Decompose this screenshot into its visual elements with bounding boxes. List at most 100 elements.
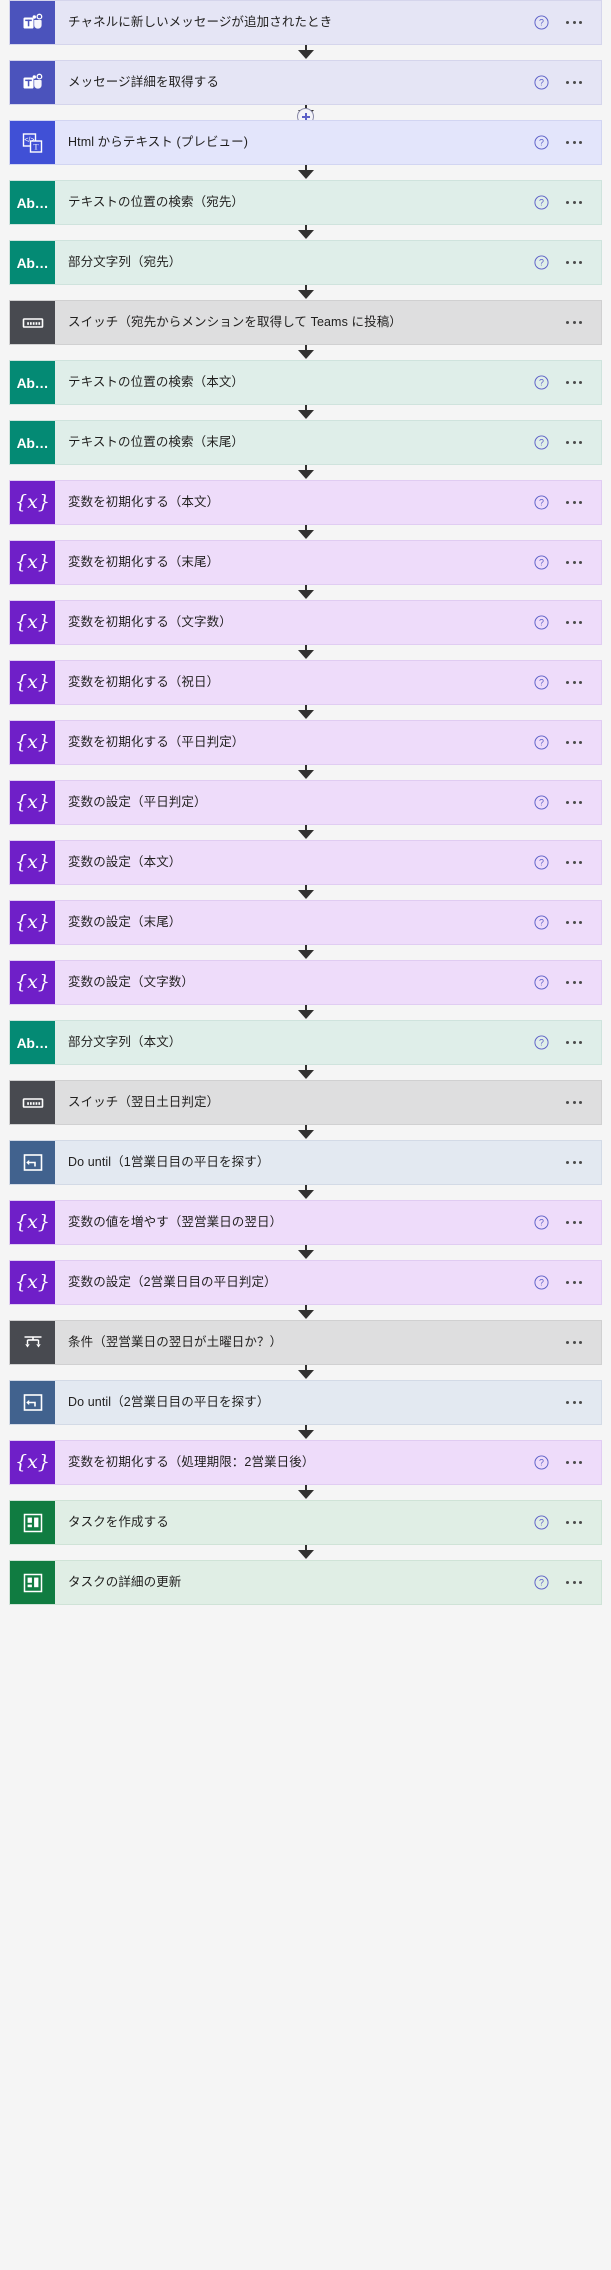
connector-line [305,1485,307,1492]
help-icon[interactable]: ? [527,1029,555,1057]
more-commands-icon[interactable] [559,369,589,397]
variable-icon: {x} [10,1261,55,1304]
flow-step-card[interactable]: {x}変数の設定（末尾）? [9,900,602,945]
more-commands-icon[interactable] [559,1029,589,1057]
more-commands-icon[interactable] [559,9,589,37]
flow-step-actions: ? [527,181,601,224]
more-commands-icon[interactable] [559,1449,589,1477]
help-icon[interactable]: ? [527,1449,555,1477]
more-commands-icon[interactable] [559,189,589,217]
flow-step-title: 変数の設定（本文） [68,855,182,869]
flow-step-card[interactable]: {x}変数の設定（2営業日目の平日判定）? [9,1260,602,1305]
help-icon[interactable]: ? [527,69,555,97]
more-commands-icon[interactable] [559,969,589,997]
flow-step-card[interactable]: Ab…テキストの位置の検索（末尾）? [9,420,602,465]
variable-icon: {x} [10,601,55,644]
more-commands-icon[interactable] [559,609,589,637]
variable-icon: {x} [10,661,55,704]
help-icon[interactable]: ? [527,129,555,157]
flow-step-card[interactable]: {x}変数を初期化する（文字数）? [9,600,602,645]
connector-line [305,645,307,652]
flow-step-actions: ? [527,361,601,404]
help-icon[interactable]: ? [527,249,555,277]
more-commands-icon[interactable] [559,69,589,97]
variable-icon: {x} [10,721,55,764]
more-commands-icon[interactable] [559,249,589,277]
more-commands-icon[interactable] [559,849,589,877]
flow-step-actions: ? [527,121,601,164]
more-commands-icon[interactable] [559,1149,589,1177]
help-icon[interactable]: ? [527,909,555,937]
more-commands-icon[interactable] [559,909,589,937]
more-commands-icon[interactable] [559,1269,589,1297]
more-commands-icon[interactable] [559,1389,589,1417]
help-icon[interactable]: ? [527,189,555,217]
flow-step-card[interactable]: Ab…テキストの位置の検索（宛先）? [9,180,602,225]
html-to-text-icon: </>T [10,121,55,164]
more-commands-icon[interactable] [559,549,589,577]
flow-step-body: 変数を初期化する（祝日） [55,661,527,704]
more-commands-icon[interactable] [559,1509,589,1537]
more-commands-icon[interactable] [559,429,589,457]
flow-step-title: タスクを作成する [68,1515,169,1529]
more-commands-icon[interactable] [559,1569,589,1597]
flow-step-card[interactable]: Do until（2営業日目の平日を探す） [9,1380,602,1425]
flow-step-body: 変数を初期化する（平日判定） [55,721,527,764]
flow-step-card[interactable]: メッセージ詳細を取得する? [9,60,602,105]
help-icon[interactable]: ? [527,1569,555,1597]
help-icon[interactable]: ? [527,429,555,457]
flow-step-card[interactable]: {x}変数の設定（文字数）? [9,960,602,1005]
flow-step-card[interactable]: {x}変数を初期化する（平日判定）? [9,720,602,765]
flow-step-card[interactable]: Do until（1営業日目の平日を探す） [9,1140,602,1185]
help-icon[interactable]: ? [527,369,555,397]
flow-step-card[interactable]: チャネルに新しいメッセージが追加されたとき? [9,0,602,45]
flow-step-actions: ? [527,661,601,704]
variable-icon: {x} [10,901,55,944]
flow-step-title: タスクの詳細の更新 [68,1575,182,1589]
help-icon[interactable]: ? [527,969,555,997]
help-icon[interactable]: ? [527,9,555,37]
flow-step-card[interactable]: Ab…部分文字列（本文）? [9,1020,602,1065]
more-commands-icon[interactable] [559,789,589,817]
more-commands-icon[interactable] [559,729,589,757]
more-commands-icon[interactable] [559,309,589,337]
help-icon[interactable]: ? [527,789,555,817]
flow-step-card[interactable]: {x}変数を初期化する（処理期限：2営業日後）? [9,1440,602,1485]
help-icon[interactable]: ? [527,849,555,877]
help-icon[interactable]: ? [527,669,555,697]
help-icon[interactable]: ? [527,489,555,517]
flow-step-title: 部分文字列（本文） [68,1035,182,1049]
flow-step-body: 変数を初期化する（文字数） [55,601,527,644]
flow-step-card[interactable]: {x}変数の値を増やす（翌営業日の翌日）? [9,1200,602,1245]
flow-step-card[interactable]: 条件（翌営業日の翌日が土曜日か？） [9,1320,602,1365]
flow-step-card[interactable]: タスクを作成する? [9,1500,602,1545]
flow-step-card[interactable]: {x}変数を初期化する（祝日）? [9,660,602,705]
variable-icon: {x} [10,541,55,584]
help-icon[interactable]: ? [527,1209,555,1237]
more-commands-icon[interactable] [559,1209,589,1237]
flow-step-card[interactable]: {x}変数の設定（本文）? [9,840,602,885]
help-icon[interactable]: ? [527,1269,555,1297]
help-icon[interactable]: ? [527,1509,555,1537]
flow-step-card[interactable]: スイッチ（宛先からメンションを取得して Teams に投稿） [9,300,602,345]
variable-icon: {x} [10,961,55,1004]
help-icon-placeholder [527,1149,555,1177]
flow-step-card[interactable]: タスクの詳細の更新? [9,1560,602,1605]
flow-step-card[interactable]: {x}変数を初期化する（末尾）? [9,540,602,585]
more-commands-icon[interactable] [559,489,589,517]
flow-step-card[interactable]: {x}変数の設定（平日判定）? [9,780,602,825]
more-commands-icon[interactable] [559,1089,589,1117]
flow-step-actions: ? [527,1021,601,1064]
do-until-icon [10,1381,55,1424]
help-icon[interactable]: ? [527,729,555,757]
more-commands-icon[interactable] [559,1329,589,1357]
flow-step-card[interactable]: スイッチ（翌日土日判定） [9,1080,602,1125]
flow-step-card[interactable]: {x}変数を初期化する（本文）? [9,480,602,525]
more-commands-icon[interactable] [559,669,589,697]
help-icon[interactable]: ? [527,549,555,577]
more-commands-icon[interactable] [559,129,589,157]
flow-step-card[interactable]: Ab…部分文字列（宛先）? [9,240,602,285]
flow-step-card[interactable]: Ab…テキストの位置の検索（本文）? [9,360,602,405]
help-icon[interactable]: ? [527,609,555,637]
